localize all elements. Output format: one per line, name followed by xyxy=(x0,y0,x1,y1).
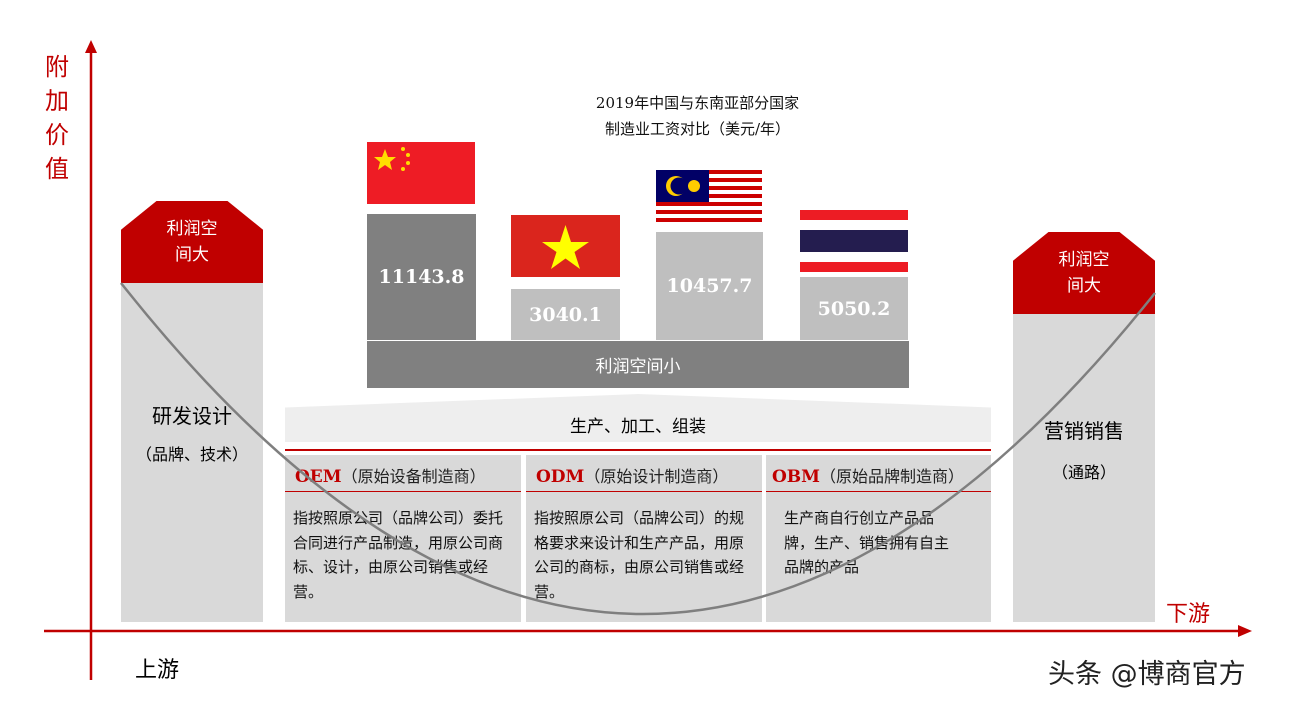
x-axis-arrow-icon xyxy=(1238,625,1252,637)
odm-abbr: ODM xyxy=(536,467,585,487)
odm-box: ODM（原始设计制造商） 指按照原公司（品牌公司）的规格要求来设计和生产产品，用… xyxy=(526,455,762,622)
obm-name: （原始品牌制造商） xyxy=(820,467,965,486)
odm-name: （原始设计制造商） xyxy=(584,467,729,486)
obm-abbr: OBM xyxy=(772,467,820,487)
left-column-title: 研发设计 xyxy=(152,404,232,428)
odm-description: 指按照原公司（品牌公司）的规格要求来设计和生产产品，用原公司的商标，由原公司销售… xyxy=(534,509,745,601)
vietnam-wage-bar: 3040.1 xyxy=(511,289,620,340)
china-flag xyxy=(367,142,475,204)
low-profit-base: 利润空间小 xyxy=(367,341,909,388)
malaysia-flag xyxy=(656,170,762,226)
y-axis-label: 附加价值 xyxy=(45,53,69,183)
wage-title-line2: 制造业工资对比（美元/年） xyxy=(604,120,791,138)
production-label: 生产、加工、组装 xyxy=(570,417,706,437)
left-column-subtitle: （品牌、技术） xyxy=(135,445,248,464)
upstream-label: 上游 xyxy=(135,658,180,683)
obm-description: 生产商自行创立产品品牌，生产、销售拥有自主品牌的产品 xyxy=(784,509,950,576)
oem-name: （原始设备制造商） xyxy=(341,467,486,486)
watermark: 头条 @博商官方 xyxy=(1048,659,1246,690)
oem-description: 指按照原公司（品牌公司）委托合同进行产品制造，用原公司商标、设计，由原公司销售或… xyxy=(293,509,504,601)
obm-box: OBM（原始品牌制造商） 生产商自行创立产品品牌，生产、销售拥有自主品牌的产品 xyxy=(766,455,991,622)
right-column-subtitle: （通路） xyxy=(1051,463,1116,482)
wage-comparison-title: 2019年中国与东南亚部分国家 制造业工资对比（美元/年） xyxy=(520,90,875,142)
china-wage-bar: 11143.8 xyxy=(367,214,476,340)
oem-abbr: OEM xyxy=(295,467,342,487)
wage-title-line1: 2019年中国与东南亚部分国家 xyxy=(595,94,800,112)
oem-box: OEM（原始设备制造商） 指按照原公司（品牌公司）委托合同进行产品制造，用原公司… xyxy=(285,455,521,622)
left-profit-header: 利润空 间大 xyxy=(121,201,263,283)
thailand-flag xyxy=(800,210,908,272)
vietnam-flag xyxy=(511,215,620,277)
downstream-label: 下游 xyxy=(1166,602,1211,627)
production-divider xyxy=(285,449,991,451)
right-profit-header: 利润空 间大 xyxy=(1013,232,1155,314)
thailand-wage-bar: 5050.2 xyxy=(800,277,908,340)
y-axis-arrow-icon xyxy=(85,40,97,53)
malaysia-wage-bar: 10457.7 xyxy=(656,232,763,340)
right-column-title: 营销销售 xyxy=(1044,419,1124,443)
